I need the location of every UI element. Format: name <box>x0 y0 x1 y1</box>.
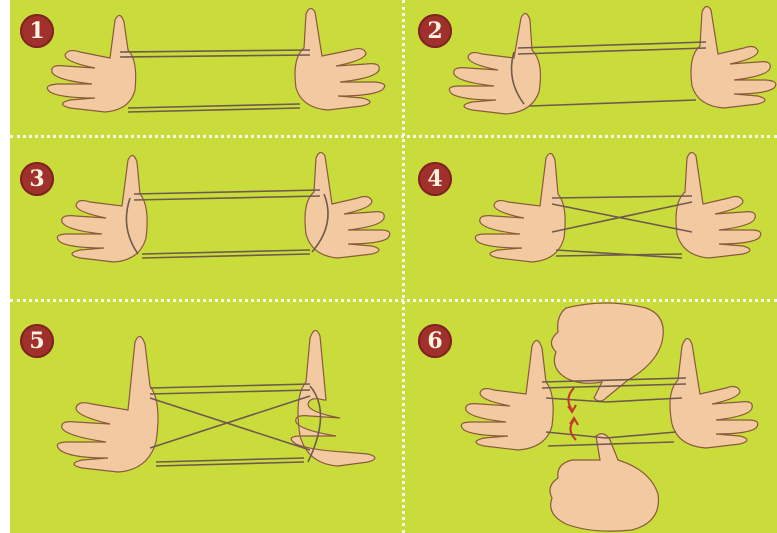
step-badge-3: 3 <box>20 162 54 196</box>
open-left-hand-icon <box>57 336 158 472</box>
step-6-illustration <box>406 302 777 533</box>
cats-cradle-instruction-board: 1 2 <box>10 0 777 533</box>
step-2-illustration <box>406 0 777 134</box>
step-panel-5: 5 <box>10 302 400 533</box>
step-4-illustration <box>406 138 777 298</box>
string-loop-icon <box>150 384 321 466</box>
step-badge-2: 2 <box>418 14 452 48</box>
open-left-hand-icon <box>475 153 565 262</box>
vertical-divider <box>402 0 405 533</box>
step-panel-3: 3 <box>10 138 400 298</box>
open-right-hand-icon <box>676 152 761 258</box>
open-right-hand-icon <box>305 152 390 258</box>
open-right-hand-icon <box>295 8 385 110</box>
step-panel-4: 4 <box>406 138 777 298</box>
step-3-illustration <box>10 138 400 298</box>
open-right-hand-icon <box>691 6 776 108</box>
string-loop-icon <box>552 196 692 258</box>
step-panel-2: 2 <box>406 0 777 134</box>
step-badge-1: 1 <box>20 14 54 48</box>
open-left-hand-icon <box>47 15 135 112</box>
curved-arrow-icon <box>568 388 578 440</box>
string-loop-icon <box>120 50 310 112</box>
step-panel-6: 6 <box>406 302 777 533</box>
step-badge-5: 5 <box>20 324 54 358</box>
step-1-illustration <box>10 0 400 134</box>
step-5-illustration <box>10 302 400 533</box>
open-right-hand-icon <box>670 338 758 448</box>
step-panel-1: 1 <box>10 0 400 134</box>
pinching-hand-icon <box>550 434 658 531</box>
open-left-hand-icon <box>461 340 553 450</box>
step-badge-6: 6 <box>418 324 452 358</box>
step-badge-4: 4 <box>418 162 452 196</box>
open-left-hand-icon <box>449 13 540 114</box>
string-loop-icon <box>126 190 328 258</box>
